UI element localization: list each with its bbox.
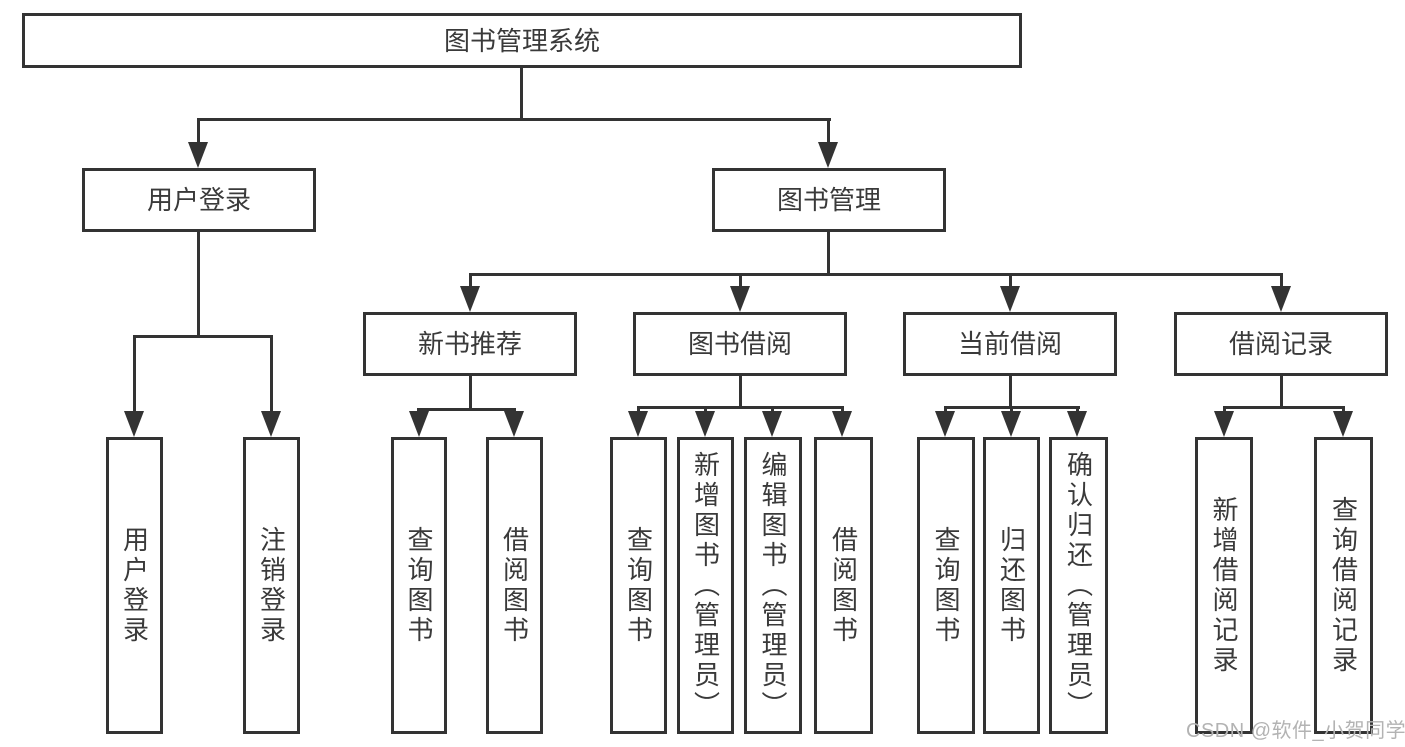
arrowhead-down-icon (504, 411, 524, 437)
node-book-management: 图书管理 (712, 168, 946, 232)
connector-line (827, 232, 830, 273)
connector-line (944, 406, 947, 413)
leaf-borrow-books-recommend: 借阅图书 (486, 437, 543, 734)
leaf-logout: 注销登录 (243, 437, 300, 734)
arrowhead-down-icon (1000, 286, 1020, 312)
leaf-add-borrow-record: 新增借阅记录 (1195, 437, 1253, 734)
connector-line (1010, 406, 1013, 413)
arrowhead-down-icon (1001, 411, 1021, 437)
connector-line (133, 335, 273, 338)
connector-line (1342, 406, 1345, 413)
connector-line (704, 406, 707, 413)
arrowhead-down-icon (628, 411, 648, 437)
connector-line (1009, 376, 1012, 406)
leaf-add-book-admin: 新增图书（管理员） (677, 437, 734, 734)
connector-line (841, 406, 844, 413)
csdn-watermark: CSDN @软件_小贺同学 (1186, 720, 1405, 742)
leaf-query-books-borrowing: 查询图书 (610, 437, 667, 734)
connector-line (197, 232, 200, 335)
connector-line (1280, 376, 1283, 406)
node-borrowing-records: 借阅记录 (1174, 312, 1388, 376)
leaf-query-books-recommend: 查询图书 (391, 437, 447, 734)
leaf-query-borrow-record: 查询借阅记录 (1314, 437, 1373, 734)
arrowhead-down-icon (1333, 411, 1353, 437)
arrowhead-down-icon (832, 411, 852, 437)
arrowhead-down-icon (818, 142, 838, 168)
connector-line (469, 273, 1282, 276)
connector-line (133, 335, 136, 413)
arrowhead-down-icon (695, 411, 715, 437)
connector-line (827, 118, 830, 146)
node-book-borrowing: 图书借阅 (633, 312, 847, 376)
leaf-edit-book-admin: 编辑图书（管理员） (744, 437, 802, 734)
connector-line (1223, 406, 1345, 409)
arrowhead-down-icon (124, 411, 144, 437)
arrowhead-down-icon (460, 286, 480, 312)
connector-line (520, 68, 523, 118)
connector-line (637, 406, 640, 413)
node-current-borrowing: 当前借阅 (903, 312, 1117, 376)
leaf-borrow-books-borrowing: 借阅图书 (814, 437, 873, 734)
arrowhead-down-icon (409, 411, 429, 437)
connector-line (637, 406, 844, 409)
connector-line (1223, 406, 1226, 413)
connector-line (1280, 273, 1283, 288)
connector-line (739, 376, 742, 406)
arrowhead-down-icon (261, 411, 281, 437)
connector-line (739, 273, 742, 288)
node-library-management-system: 图书管理系统 (22, 13, 1022, 68)
node-user-login: 用户登录 (82, 168, 316, 232)
arrowhead-down-icon (935, 411, 955, 437)
leaf-query-books-current: 查询图书 (917, 437, 975, 734)
connector-line (1009, 273, 1012, 288)
leaf-user-login: 用户登录 (106, 437, 163, 734)
arrowhead-down-icon (762, 411, 782, 437)
arrowhead-down-icon (1067, 411, 1087, 437)
leaf-return-books: 归还图书 (983, 437, 1040, 734)
arrowhead-down-icon (730, 286, 750, 312)
connector-line (417, 408, 516, 411)
connector-line (197, 118, 200, 146)
arrowhead-down-icon (188, 142, 208, 168)
connector-line (1076, 406, 1079, 413)
leaf-confirm-return-admin: 确认归还（管理员） (1049, 437, 1108, 734)
connector-line (270, 335, 273, 413)
connector-line (197, 118, 831, 121)
connector-line (771, 406, 774, 413)
arrowhead-down-icon (1214, 411, 1234, 437)
connector-line (469, 376, 472, 408)
arrowhead-down-icon (1271, 286, 1291, 312)
node-new-book-recommendation: 新书推荐 (363, 312, 577, 376)
connector-line (469, 273, 472, 288)
